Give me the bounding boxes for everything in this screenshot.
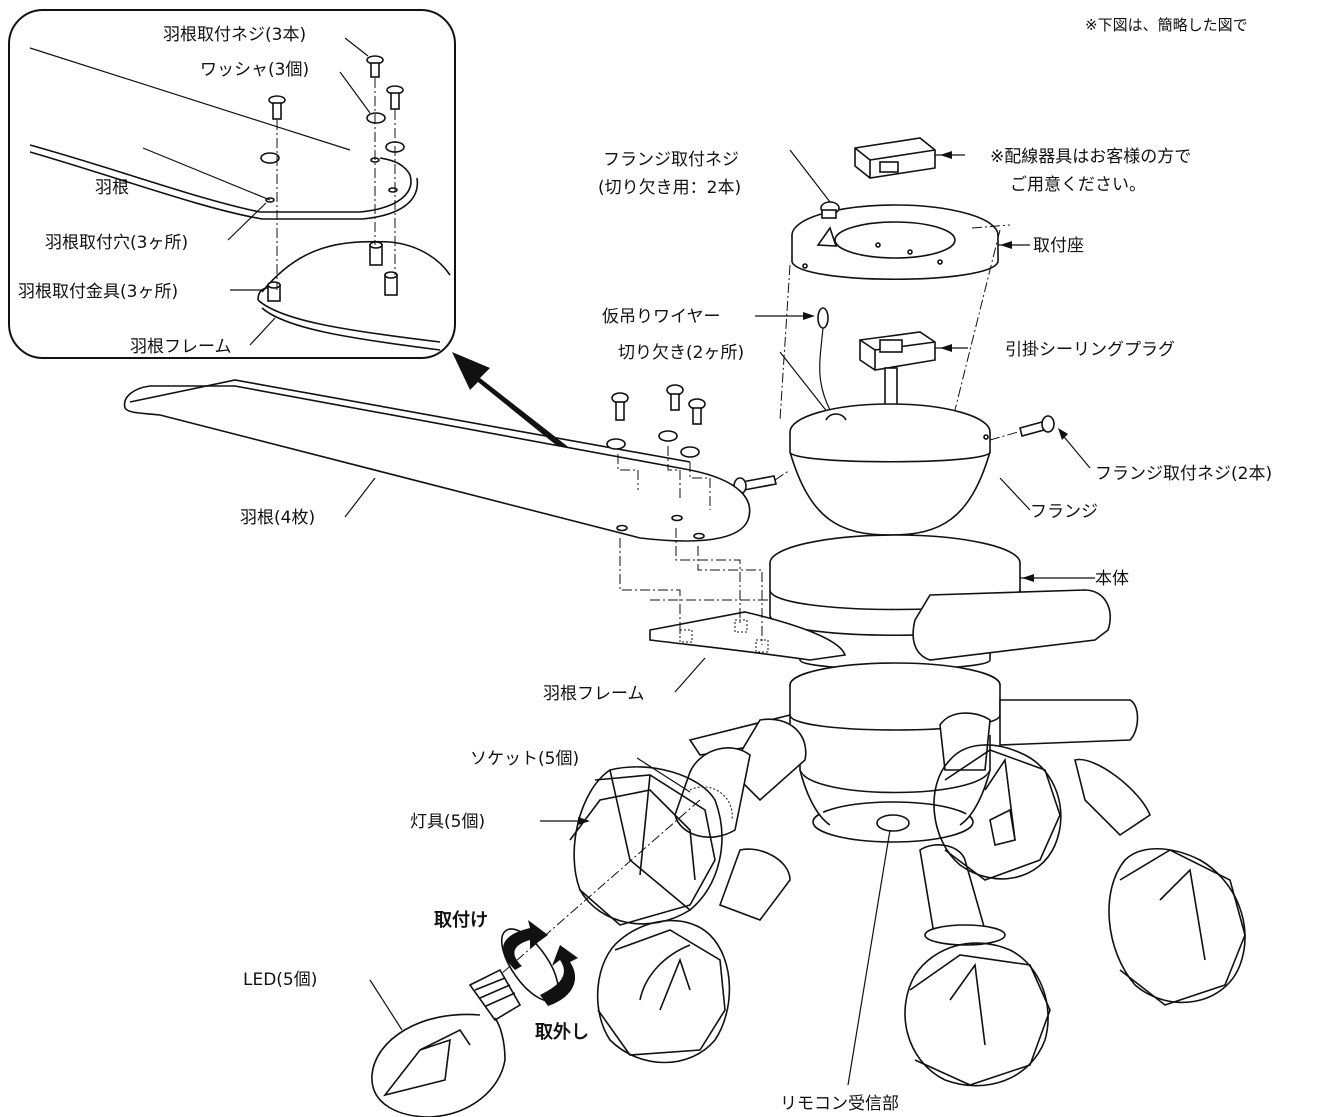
label-flange-screw-notch-2: (切り欠き用：2本) [598,178,741,198]
inset-label-blade: 羽根 [95,178,129,198]
label-led: LED(5個) [243,970,317,990]
flange-screw-right [1019,415,1055,437]
inset-screw-right [386,85,404,110]
label-blades: 羽根(4枚) [240,508,315,528]
fan-body [649,534,1139,843]
remote-receiver-sensor [876,814,910,832]
label-flange-screw-notch-1: フランジ取付ネジ [603,150,739,170]
fixture-right [1074,758,1246,1006]
label-socket: ソケット(5個) [470,749,579,769]
label-wiring-note-1: ※配線器具はお客様の方で [990,147,1191,167]
label-flange: フランジ [1030,502,1098,522]
inset-screw-top [366,55,384,78]
temp-wire [817,307,831,411]
rotation-arrows [500,920,578,1006]
label-blade-frame: 羽根フレーム [543,684,645,704]
inset-washer-top [366,112,386,124]
mounting-base [791,201,999,281]
label-body: 本体 [1095,569,1129,589]
flange [789,403,991,536]
label-flange-screw: フランジ取付ネジ(2本) [1095,464,1272,484]
fixture-center-left [596,848,791,1064]
inset-label-blade-screw: 羽根取付ネジ(3本) [163,25,306,45]
ceiling-plug [859,331,968,411]
wiring-device [854,137,965,179]
top-note: ※下図は、簡略した図で [1085,16,1248,34]
fixture-center [904,844,1051,1087]
label-remove: 取外し [535,1021,589,1043]
blade-detail-inset: 羽根取付ネジ(3本) ワッシャ(3個) 羽根 羽根取付穴(3ヶ所) 羽根取付金具… [8,9,456,359]
inset-label-washer: ワッシャ(3個) [200,60,309,80]
label-notch: 切り欠き(2ヶ所) [618,343,744,363]
inset-screw-left [268,95,286,120]
led-bulb [371,968,522,1117]
fixture-upper-right [933,712,1062,881]
label-install: 取付け [434,909,488,931]
inset-label-blade-bracket: 羽根取付金具(3ヶ所) [18,282,178,302]
inset-label-blade-hole: 羽根取付穴(3ヶ所) [45,233,188,253]
fixture-left [499,718,807,976]
label-mount-base: 取付座 [1033,236,1084,256]
label-remote-receiver: リモコン受信部 [780,1094,899,1114]
label-fixture: 灯具(5個) [410,812,485,832]
label-ceiling-plug: 引掛シーリングプラグ [1005,340,1175,360]
label-wiring-note-2: ご用意ください。 [1010,175,1146,195]
label-temp-wire: 仮吊りワイヤー [602,307,721,327]
loose-blade-screws [606,384,706,458]
inset-washer-left [260,152,280,164]
inset-label-blade-frame: 羽根フレーム [130,337,232,357]
loose-blade [123,379,751,542]
